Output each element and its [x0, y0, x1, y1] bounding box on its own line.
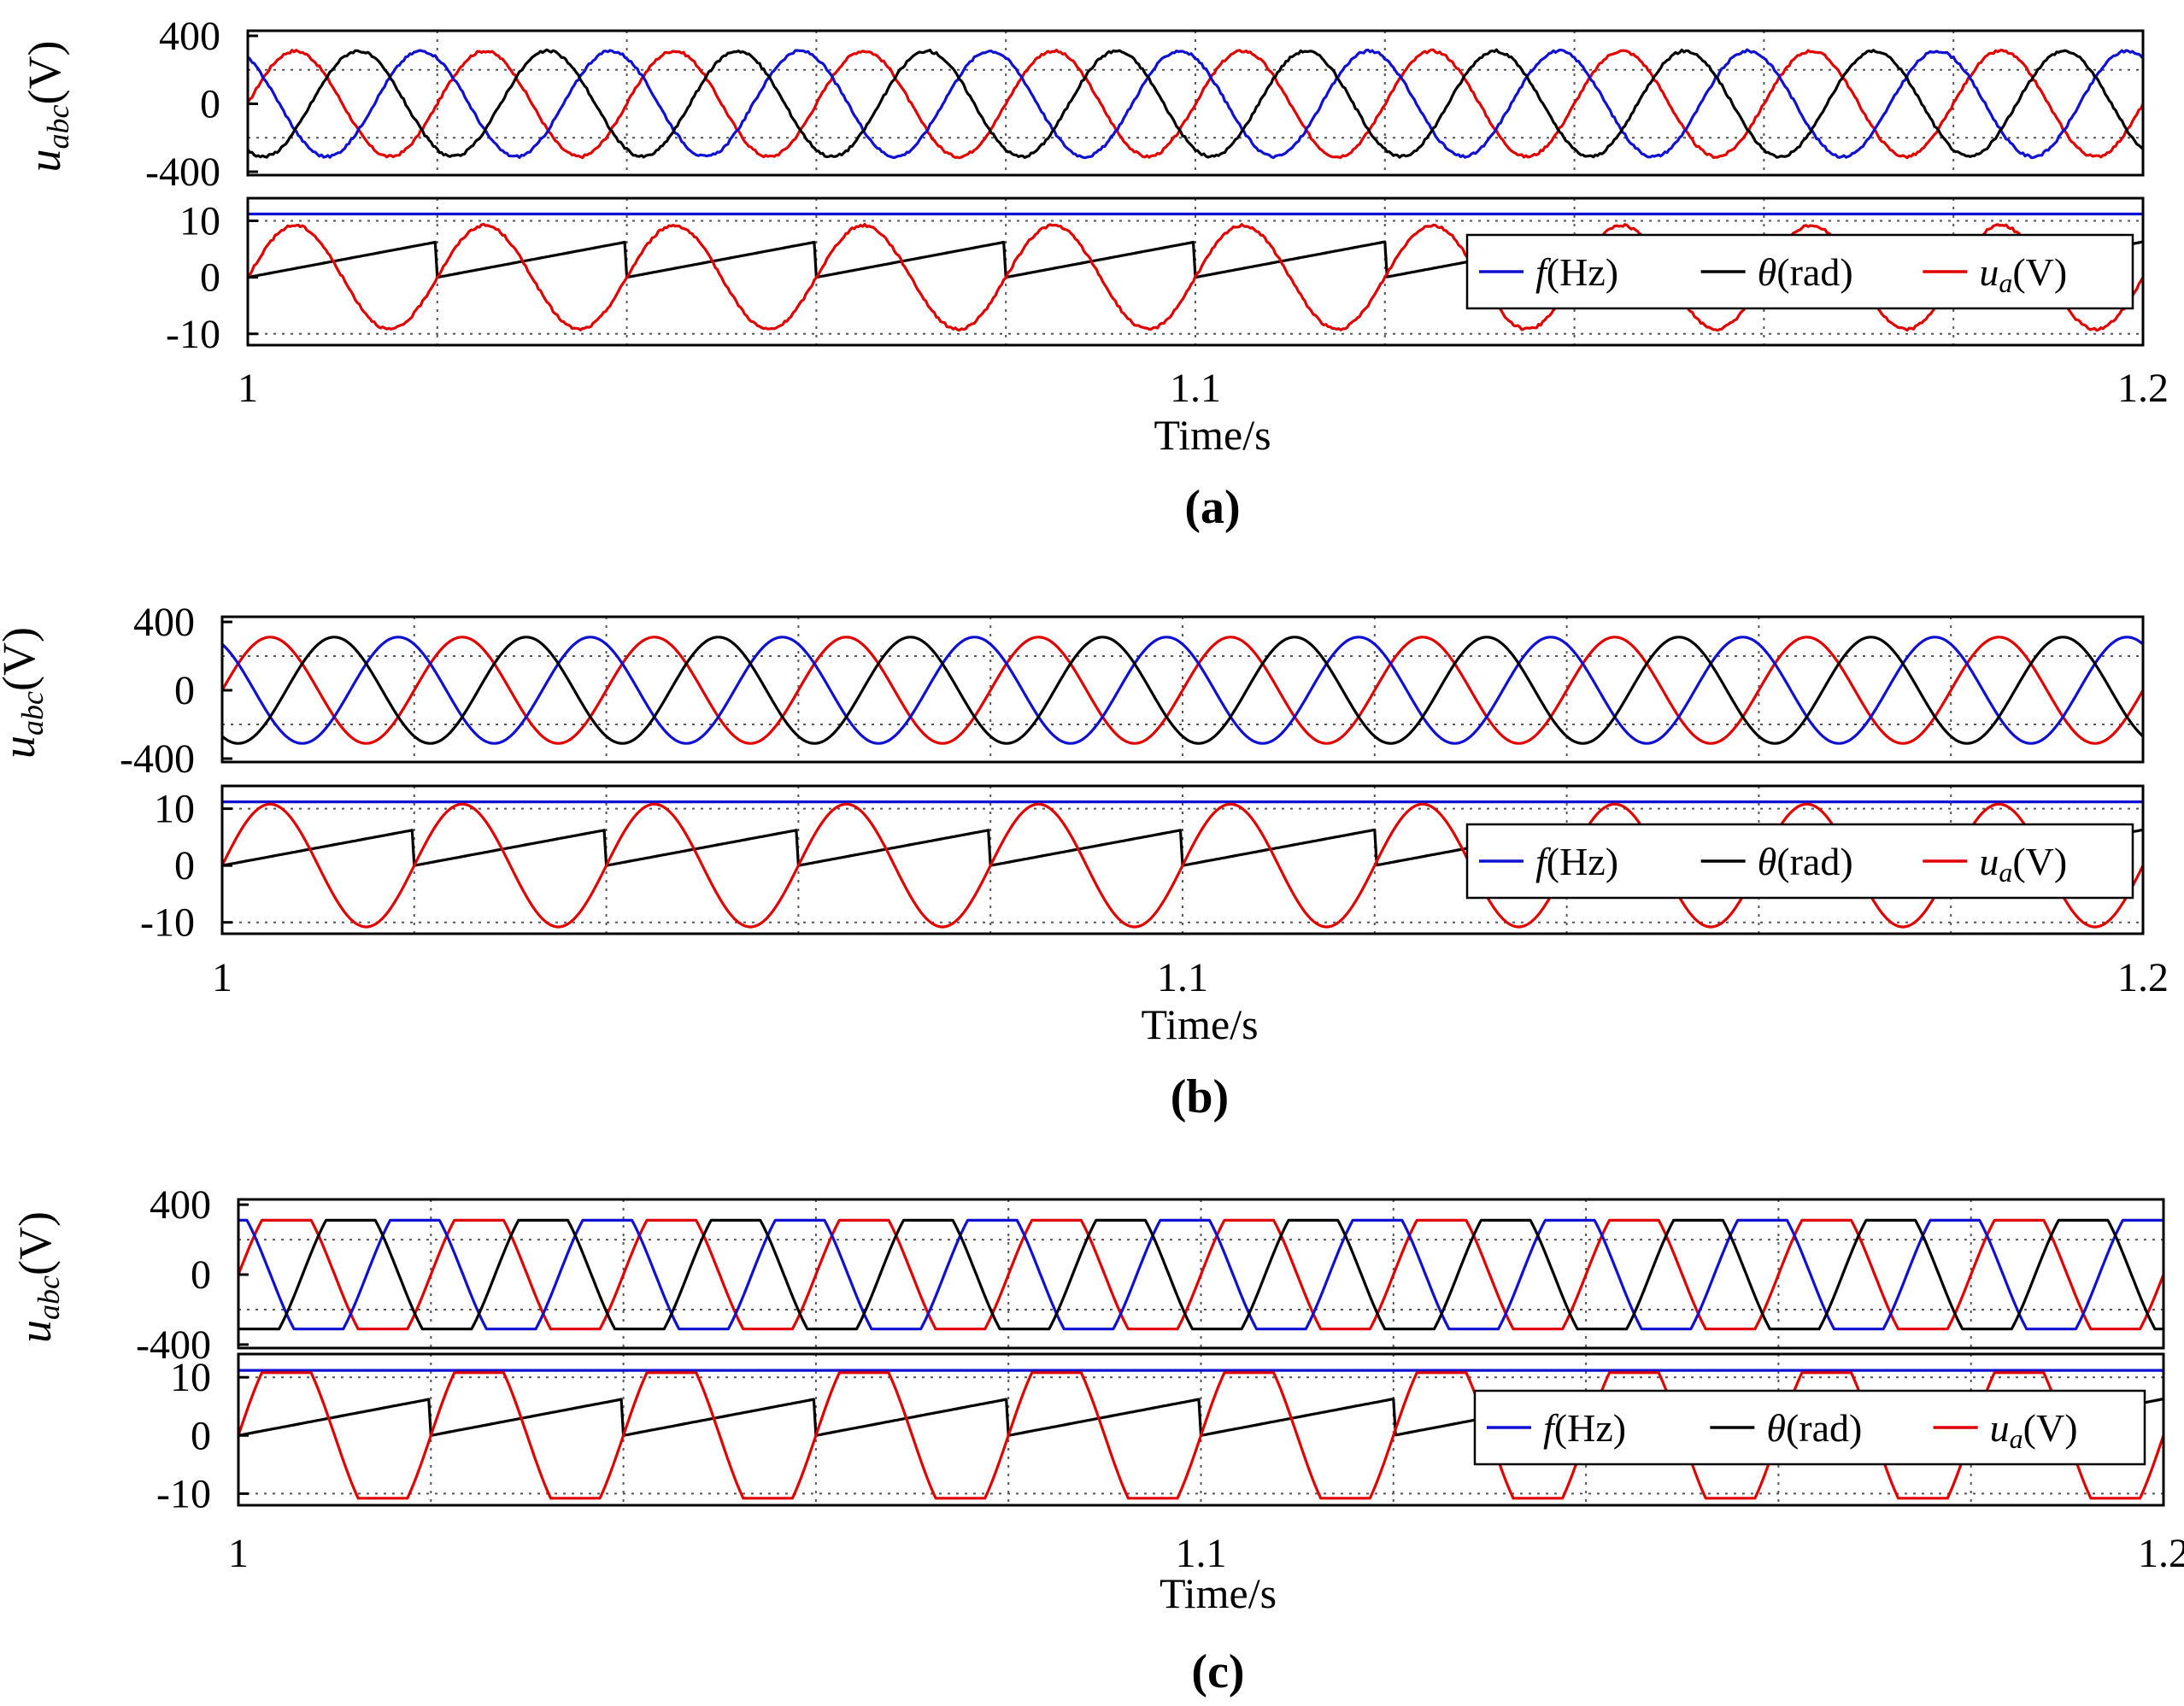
y-tick-label: 0 [191, 1413, 211, 1458]
panel-label: (a) [1184, 481, 1240, 534]
panel-label: (b) [1171, 1070, 1229, 1123]
x-tick-label: 1 [212, 955, 232, 1000]
series-line-phase-3 [248, 48, 2143, 160]
series-line-phase-3 [222, 636, 2143, 745]
legend: f(Hz) θ(rad) ua(V) [1473, 1389, 2146, 1466]
x-tick-label: 1 [228, 1531, 249, 1576]
x-tick-label: 1.1 [1170, 366, 1221, 411]
x-axis-label: Time/s [1160, 1569, 1277, 1617]
y-axis-label: uabc(V) [19, 41, 75, 173]
x-tick-label: 1.2 [2117, 366, 2169, 411]
y-tick-label: -400 [136, 1322, 211, 1368]
legend: f(Hz) θ(rad) ua(V) [1465, 233, 2134, 310]
series-line-phase-2 [248, 48, 2143, 160]
legend-label: f(Hz) [1543, 1406, 1626, 1450]
legend: f(Hz) θ(rad) ua(V) [1465, 823, 2134, 900]
legend-label: ua(V) [1990, 1406, 2078, 1454]
y-tick-label: 0 [200, 81, 220, 126]
y-tick-label: -10 [166, 312, 220, 357]
y-tick-label: 0 [200, 255, 220, 301]
legend-box [1465, 823, 2134, 900]
y-tick-label: 0 [191, 1252, 211, 1298]
series-line-phase-2 [222, 636, 2143, 745]
series-line-phase-3 [238, 1218, 2163, 1331]
voltage-subplot: 400 0 -400 uabc(V) [9, 1182, 2165, 1368]
legend-label: ua(V) [1979, 840, 2067, 888]
legend-label: θ(rad) [1766, 1406, 1862, 1450]
series-line-phase-1 [222, 636, 2143, 745]
pll-subplot: 10 0 -10 f(Hz) θ(rad) ua(V) [156, 1352, 2165, 1516]
y-tick-label: -400 [120, 736, 195, 782]
pll-subplot: 10 0 -10 f(Hz) θ(rad) ua(V) [140, 784, 2145, 946]
legend-label: f(Hz) [1535, 840, 1618, 883]
voltage-subplot: 400 0 -400 uabc(V) [0, 600, 2145, 782]
chart-panel-c: 400 0 -400 uabc(V) 10 0 -10 f(Hz) θ(rad) ua(V) 1 1.… [9, 1182, 2184, 1698]
series-line-sine [222, 802, 2143, 929]
y-tick-label: 10 [170, 1355, 211, 1400]
legend-box [1473, 1389, 2146, 1466]
chart-panel-b: 400 0 -400 uabc(V) 10 0 -10 f(Hz) θ(rad) ua(V) 1 1.… [0, 600, 2169, 1123]
y-axis-label: uabc(V) [0, 627, 50, 759]
legend-label: θ(rad) [1758, 840, 1853, 883]
y-tick-label: 400 [150, 1182, 211, 1228]
plot-frame [246, 196, 2145, 347]
x-tick-label: 1.2 [2138, 1531, 2184, 1576]
x-tick-label: 1 [238, 366, 258, 411]
x-axis-label: Time/s [1141, 1000, 1258, 1048]
pll-subplot: 10 0 -10 f(Hz) θ(rad) ua(V) [166, 196, 2145, 357]
x-tick-label: 1.1 [1176, 1531, 1227, 1576]
y-axis-label: uabc(V) [9, 1211, 66, 1343]
plot-frame [237, 1352, 2165, 1507]
x-tick-label: 1.1 [1157, 955, 1208, 1000]
legend-label: f(Hz) [1535, 250, 1618, 294]
series-line-phase-1 [248, 48, 2143, 160]
y-tick-label: 0 [174, 668, 195, 713]
panel-label: (c) [1191, 1645, 1244, 1698]
legend-label: θ(rad) [1758, 250, 1853, 294]
y-tick-label: 10 [179, 198, 220, 243]
plot-frame [220, 784, 2145, 935]
series-line-sine [238, 1371, 2163, 1500]
x-axis-label: Time/s [1154, 411, 1271, 459]
voltage-subplot: 400 0 -400 uabc(V) [19, 14, 2145, 195]
y-tick-label: 400 [159, 14, 220, 59]
y-tick-label: 0 [174, 843, 195, 888]
series-line-phase-2 [238, 1218, 2163, 1331]
legend-box [1465, 233, 2134, 310]
series-line-sine [248, 222, 2143, 332]
chart-panel-a: 400 0 -400 uabc(V) 10 0 -10 f(Hz) θ(rad) ua(V) 1 1.… [19, 14, 2169, 534]
legend-label: ua(V) [1979, 250, 2067, 298]
y-tick-label: 10 [154, 787, 195, 832]
y-tick-label: -10 [156, 1471, 211, 1516]
series-line-phase-1 [238, 1218, 2163, 1331]
y-tick-label: 400 [133, 600, 195, 645]
x-tick-label: 1.2 [2117, 955, 2169, 1000]
y-tick-label: -400 [145, 149, 220, 195]
y-tick-label: -10 [140, 900, 195, 946]
